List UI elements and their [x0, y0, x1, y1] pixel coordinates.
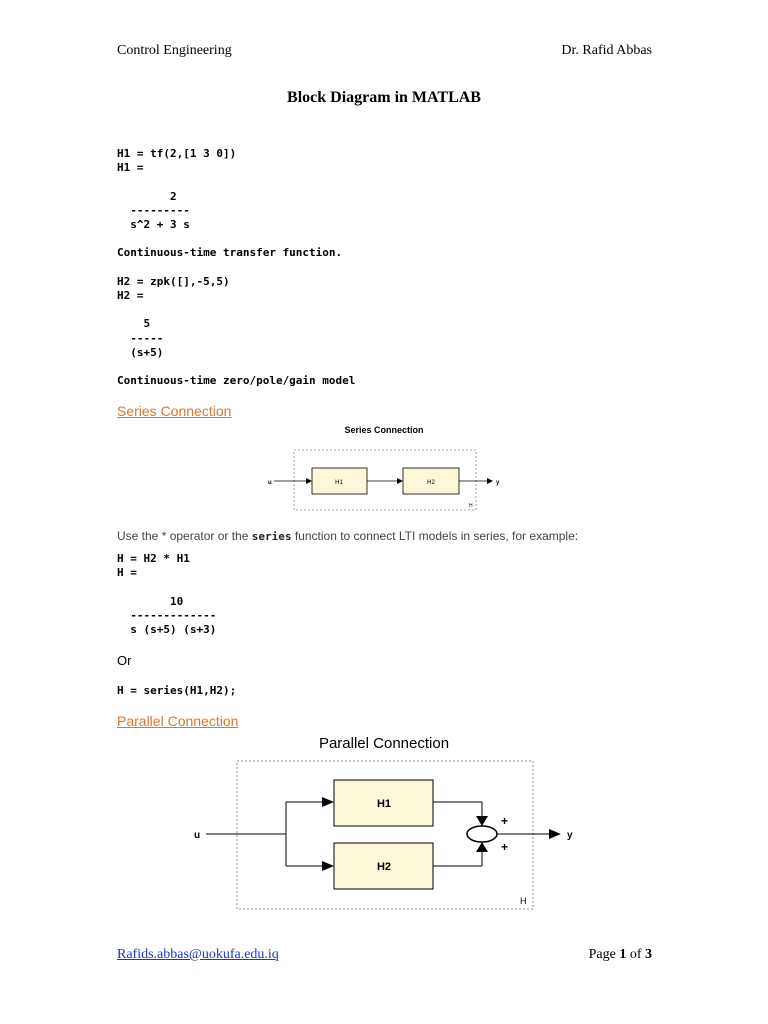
code-block-series-call: H = series(H1,H2);	[117, 684, 237, 697]
parallel-system-boundary	[236, 760, 534, 910]
footer-page-prefix: Page	[588, 947, 620, 962]
series-block-h2	[402, 467, 460, 495]
parallel-system-label: H	[520, 896, 527, 906]
series-system-label: H	[469, 503, 473, 509]
series-connection-heading[interactable]: Series Connection	[117, 403, 232, 419]
parallel-block-h2-label: H2	[377, 861, 391, 873]
parallel-block-h2	[333, 842, 434, 890]
parallel-arrow-sum-top	[476, 816, 488, 826]
footer-page-mid: of	[626, 947, 645, 962]
parallel-arrow-output	[549, 829, 561, 839]
parallel-output-label: y	[567, 830, 573, 841]
series-description: Use the * operator or the series functio…	[117, 529, 578, 543]
parallel-arrow-sum-bottom	[476, 842, 488, 852]
series-block-h1-label: H1	[335, 480, 343, 486]
series-figure-title: Series Connection	[344, 425, 423, 435]
series-desc-before: Use the * operator or the	[117, 529, 252, 543]
parallel-block-h1-label: H1	[377, 798, 391, 810]
parallel-sign-bottom: +	[501, 840, 508, 854]
code-block-series-product: H = H2 * H1 H = 10 ------------- s (s+5)…	[117, 552, 217, 637]
footer-page-number: Page 1 of 3	[589, 947, 652, 963]
parallel-arrow-h2	[322, 861, 334, 871]
series-input-label: u	[268, 480, 272, 486]
series-arrow-2	[397, 478, 403, 484]
parallel-figure-title: Parallel Connection	[319, 735, 449, 752]
footer-email-link[interactable]: Rafids.abbas@uokufa.edu.iq	[117, 947, 279, 962]
series-system-boundary	[293, 449, 477, 511]
series-arrow-3	[487, 478, 493, 484]
series-block-h2-label: H2	[427, 480, 435, 486]
parallel-input-label: u	[194, 830, 200, 841]
parallel-sign-top: +	[501, 814, 508, 828]
footer-page-total: 3	[645, 947, 652, 962]
page-title: Block Diagram in MATLAB	[287, 89, 481, 106]
parallel-arrow-h1	[322, 797, 334, 807]
series-connection-diagram: Series Connection u H1 H2 y H	[268, 425, 500, 511]
header-course: Control Engineering	[117, 43, 232, 58]
series-desc-after: function to connect LTI models in series…	[291, 529, 579, 543]
series-arrow-1	[306, 478, 312, 484]
parallel-connection-heading[interactable]: Parallel Connection	[117, 713, 239, 729]
series-output-label: y	[496, 480, 500, 486]
parallel-connection-diagram: Parallel Connection u H1 H2 + + y H	[194, 735, 573, 910]
footer-page-current: 1	[619, 947, 627, 962]
code-block-h1-h2: H1 = tf(2,[1 3 0]) H1 = 2 --------- s^2 …	[117, 147, 356, 388]
or-text: Or	[117, 653, 132, 668]
header-author: Dr. Rafid Abbas	[561, 43, 652, 58]
parallel-sum-junction	[466, 825, 498, 843]
parallel-block-h1	[333, 779, 434, 827]
series-desc-keyword: series	[251, 530, 292, 543]
